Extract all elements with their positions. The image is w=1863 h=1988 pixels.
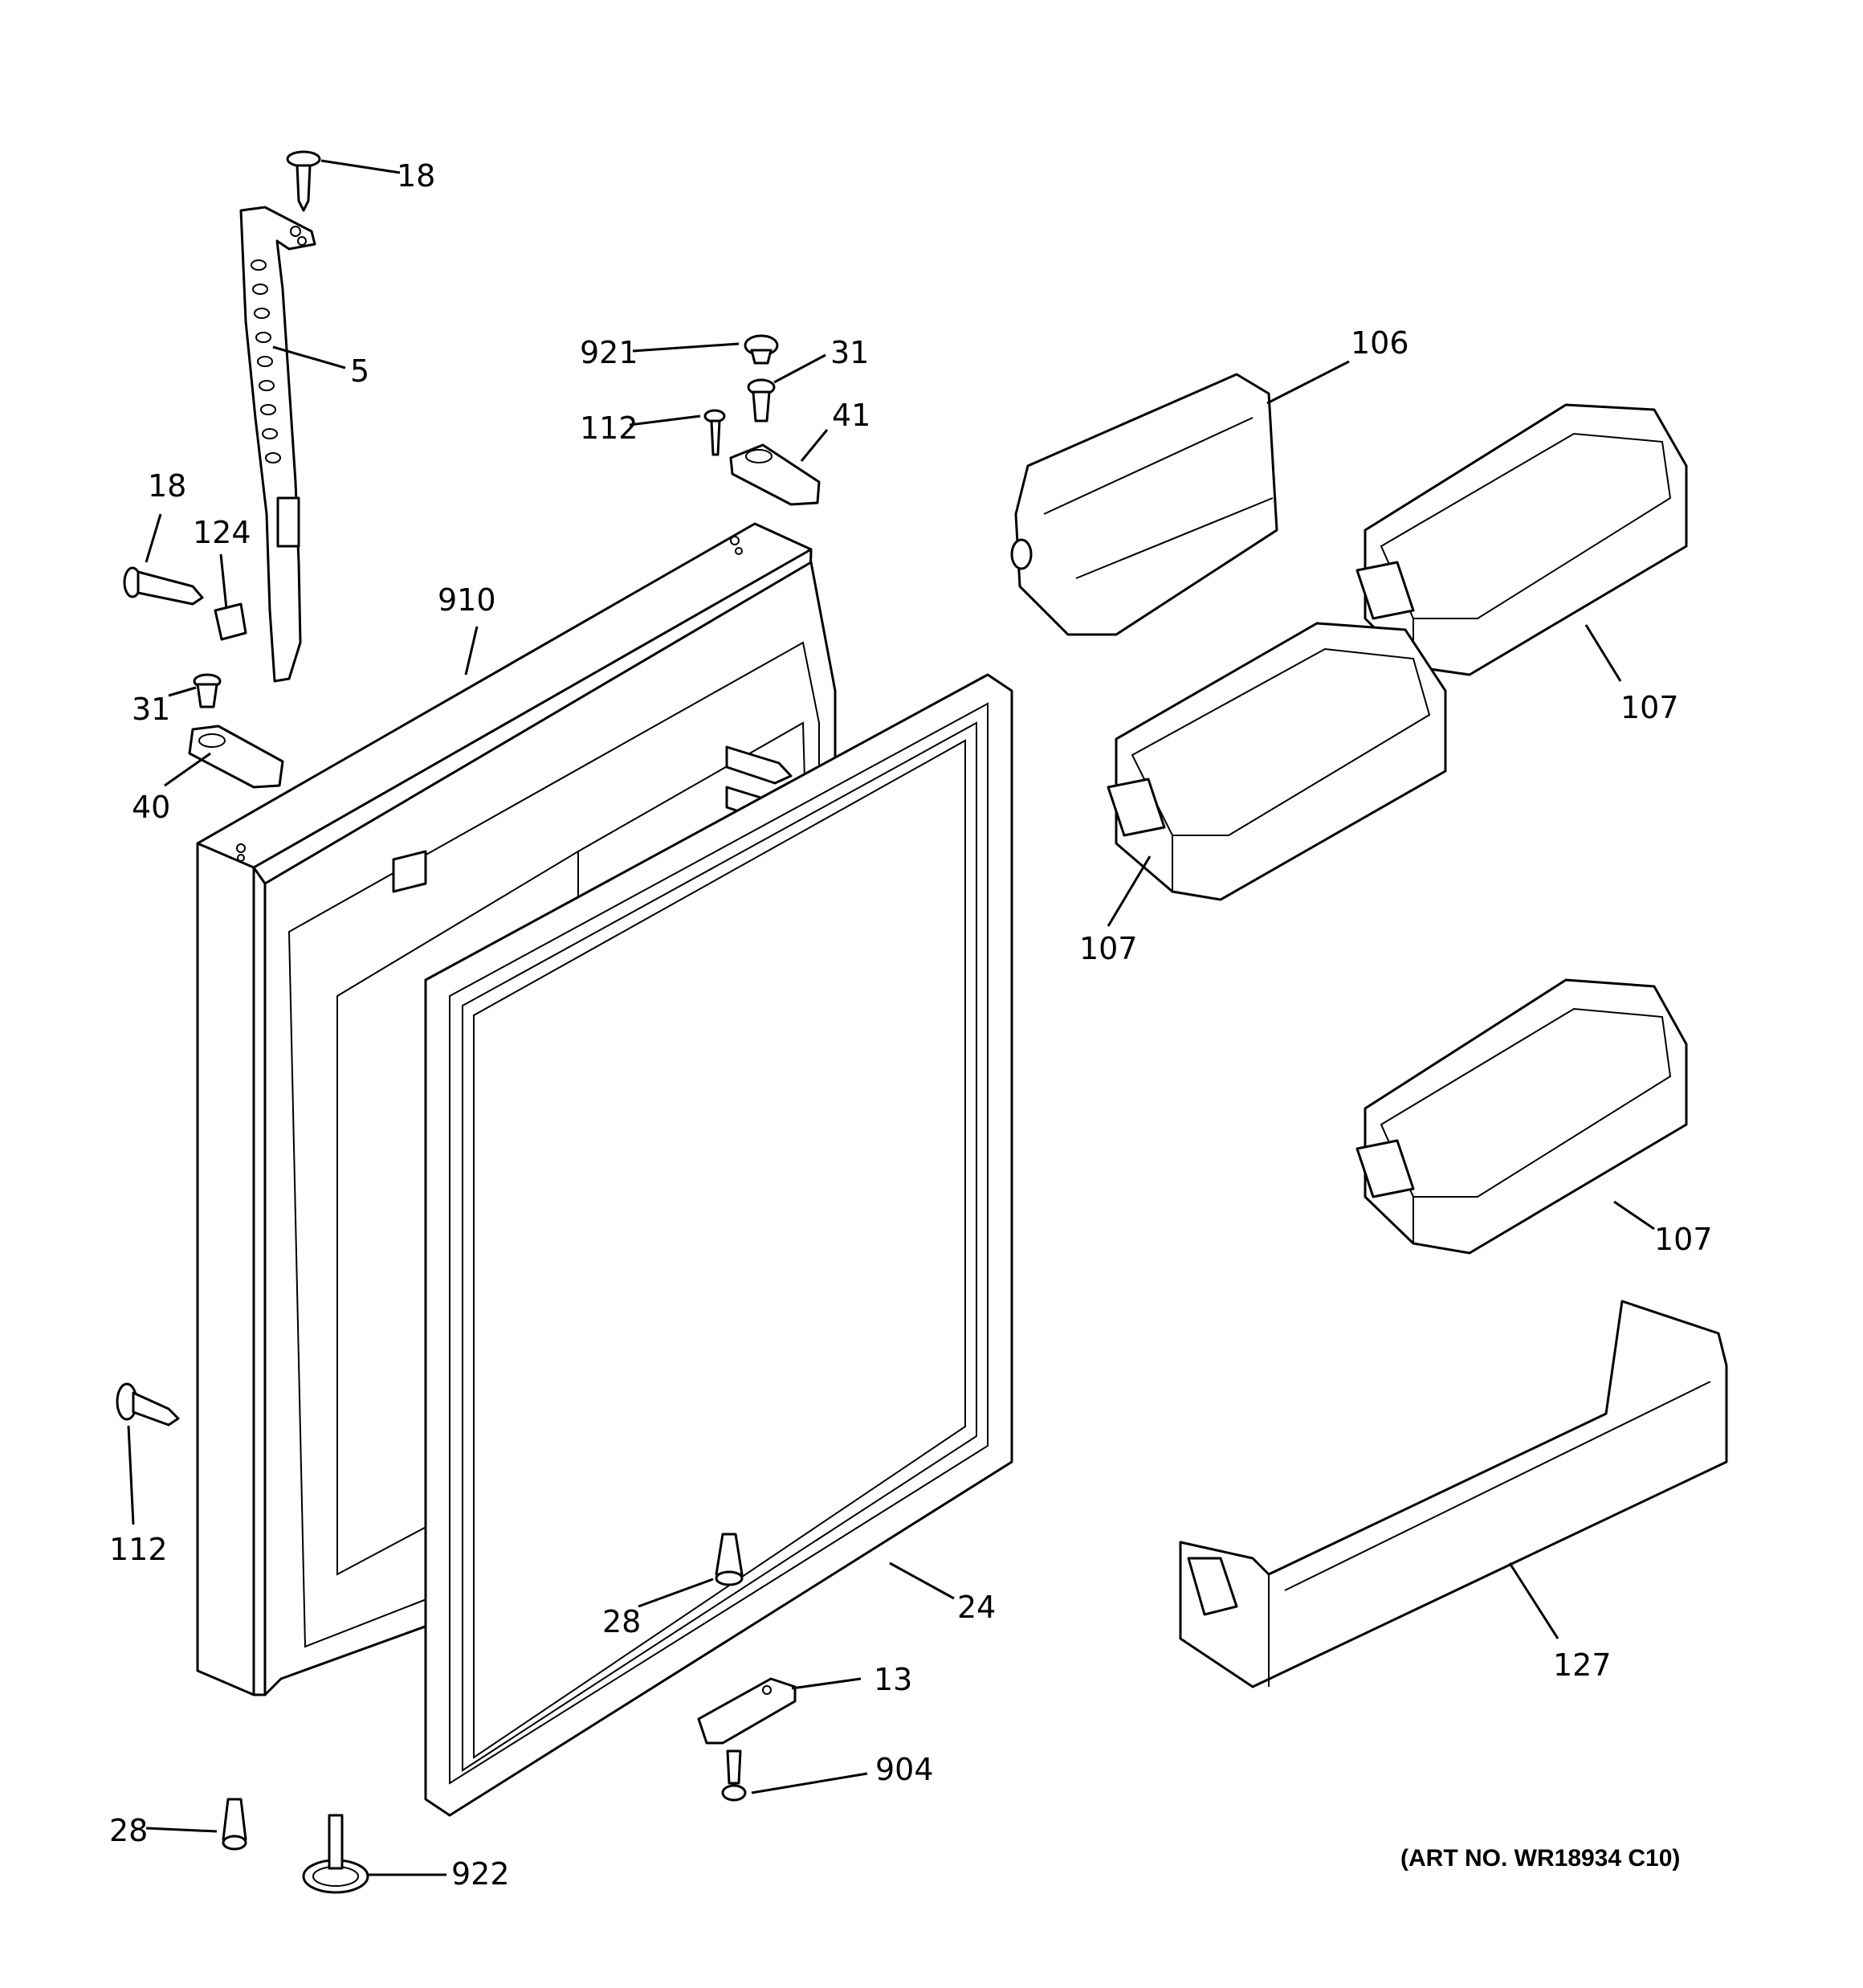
leader-lines <box>127 159 1655 1876</box>
label-107-top-right: 107 <box>1620 690 1679 725</box>
screw-part-18-left <box>123 566 204 606</box>
label-28-center: 28 <box>602 1604 641 1639</box>
label-904: 904 <box>875 1752 934 1787</box>
label-41: 41 <box>832 398 870 433</box>
label-127: 127 <box>1553 1647 1612 1683</box>
door-bin-part-107-bottom-right <box>1355 978 1688 1255</box>
label-107-middle: 107 <box>1079 931 1138 966</box>
label-107-bottom-right: 107 <box>1654 1222 1713 1257</box>
plug-part-28-bottom <box>222 1798 247 1851</box>
label-910: 910 <box>438 582 496 618</box>
label-106: 106 <box>1351 325 1409 361</box>
label-921: 921 <box>580 335 638 370</box>
label-28-bottom: 28 <box>109 1813 148 1848</box>
door-bin-part-107-middle <box>1107 622 1447 901</box>
screw-part-112-top <box>703 409 726 456</box>
art-number: (ART NO. WR18934 C10) <box>1400 1845 1680 1872</box>
label-112-top: 112 <box>580 410 638 446</box>
screw-part-904 <box>721 1749 747 1802</box>
hinge-bracket-part-5 <box>239 206 316 683</box>
screw-part-18-top <box>286 150 321 212</box>
screw-part-112-left <box>116 1382 180 1427</box>
screw-part-922 <box>302 1814 369 1894</box>
label-112-left: 112 <box>109 1532 168 1567</box>
door-gasket-part-24 <box>424 673 1013 1817</box>
plug-part-28-center <box>715 1533 744 1586</box>
clip-part-124 <box>214 602 247 641</box>
label-31-left: 31 <box>132 692 170 727</box>
label-124: 124 <box>193 515 251 550</box>
label-5: 5 <box>350 353 369 389</box>
plug-part-31-left <box>193 673 222 708</box>
label-922: 922 <box>451 1856 510 1892</box>
hinge-part-13 <box>697 1677 797 1745</box>
cover-part-40 <box>188 725 284 789</box>
label-31-top: 31 <box>830 335 869 370</box>
plug-part-921 <box>744 334 779 365</box>
label-18-left: 18 <box>148 468 186 504</box>
callout-labels: 18 5 18 124 910 31 40 921 31 112 41 106 … <box>109 158 1713 1892</box>
plug-part-31-top <box>747 378 776 423</box>
label-18-top: 18 <box>397 158 435 194</box>
label-24: 24 <box>957 1590 996 1625</box>
door-bin-part-127 <box>1179 1300 1728 1688</box>
cover-part-41 <box>729 443 821 506</box>
label-13: 13 <box>874 1662 912 1697</box>
label-40: 40 <box>132 790 170 825</box>
dairy-compartment-part-106 <box>1010 373 1278 636</box>
